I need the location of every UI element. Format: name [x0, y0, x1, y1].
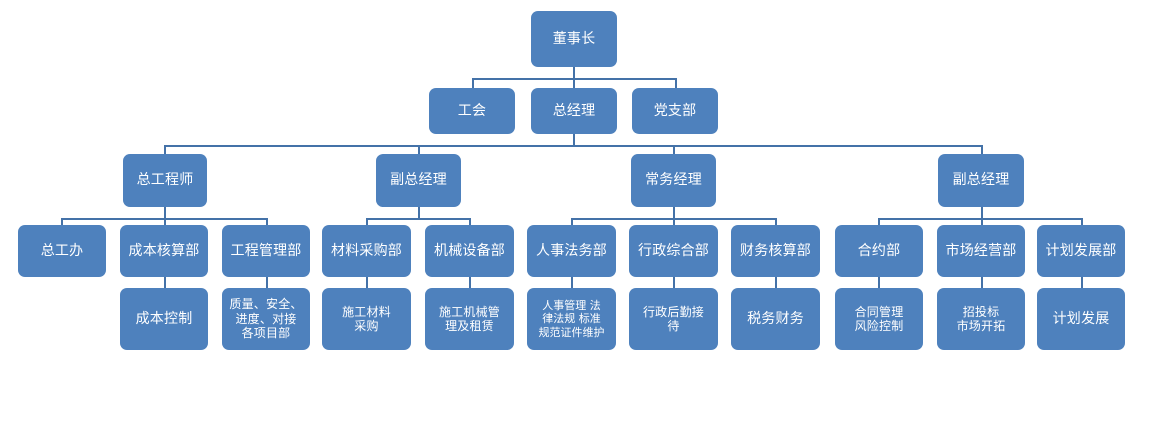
connector-cost-control-stub — [164, 277, 166, 288]
connector-market-drop — [981, 218, 983, 225]
connector-deputy1-bus — [366, 218, 470, 220]
connector-machinery-drop — [469, 218, 471, 225]
node-contract-management-risk-control[interactable]: 合同管理 风险控制 — [835, 288, 923, 350]
connector-planning-drop — [1081, 218, 1083, 225]
connector-chairman-down — [573, 67, 575, 78]
connector-finance-drop — [775, 218, 777, 225]
node-chief-engineer[interactable]: 总工程师 — [123, 154, 207, 207]
node-chairman[interactable]: 董事长 — [531, 11, 617, 67]
node-contract-dept[interactable]: 合约部 — [835, 225, 923, 277]
connector-cost-accounting-drop — [164, 218, 166, 225]
node-admin-logistics-reception[interactable]: 行政后勤接 待 — [629, 288, 718, 350]
node-quality-safety-progress[interactable]: 质量、安全、 进度、对接 各项目部 — [222, 288, 310, 350]
node-construction-machinery-management[interactable]: 施工机械管 理及租赁 — [425, 288, 514, 350]
connector-exec-down — [673, 207, 675, 218]
node-market-operation-dept[interactable]: 市场经营部 — [937, 225, 1025, 277]
connector-row3-bus — [164, 145, 983, 147]
node-cost-accounting-dept[interactable]: 成本核算部 — [120, 225, 208, 277]
connector-row2-union-drop — [472, 78, 474, 88]
node-chief-engineering-office[interactable]: 总工办 — [18, 225, 106, 277]
node-bidding-market-expansion[interactable]: 招投标 市场开拓 — [937, 288, 1025, 350]
node-admin-general-dept[interactable]: 行政综合部 — [629, 225, 718, 277]
node-finance-accounting-dept[interactable]: 财务核算部 — [731, 225, 820, 277]
node-hr-legal-duties[interactable]: 人事管理 法 律法规 标准 规范证件维护 — [527, 288, 616, 350]
node-material-purchasing-dept[interactable]: 材料采购部 — [322, 225, 411, 277]
connector-quality-safety-stub — [266, 277, 268, 288]
connector-gm-down — [573, 134, 575, 145]
connector-deputy2-bus — [878, 218, 1082, 220]
connector-deputy2-down — [981, 207, 983, 218]
node-planning-development-dept[interactable]: 计划发展部 — [1037, 225, 1125, 277]
connector-contract-drop — [878, 218, 880, 225]
node-executive-manager[interactable]: 常务经理 — [631, 154, 716, 207]
connector-chief-eng-office-drop — [61, 218, 63, 225]
connector-row2-party-drop — [675, 78, 677, 88]
node-tax-finance[interactable]: 税务财务 — [731, 288, 820, 350]
node-deputy-gm-2[interactable]: 副总经理 — [938, 154, 1024, 207]
connector-material-purchase-stub — [366, 277, 368, 288]
connector-material-purchasing-drop — [366, 218, 368, 225]
connector-row3-exec-drop — [673, 145, 675, 154]
connector-machinery-mgmt-stub — [469, 277, 471, 288]
connector-eng-mgmt-drop — [266, 218, 268, 225]
node-machinery-equipment-dept[interactable]: 机械设备部 — [425, 225, 514, 277]
connector-chief-eng-down — [164, 207, 166, 218]
connector-admin-drop — [673, 218, 675, 225]
connector-hr-duties-stub — [571, 277, 573, 288]
node-construction-material-purchase[interactable]: 施工材料 采购 — [322, 288, 411, 350]
connector-row2-gm-drop — [573, 78, 575, 88]
connector-deputy1-down — [418, 207, 420, 218]
connector-row3-deputy1-drop — [418, 145, 420, 154]
node-cost-control[interactable]: 成本控制 — [120, 288, 208, 350]
connector-hr-legal-drop — [571, 218, 573, 225]
node-engineering-management-dept[interactable]: 工程管理部 — [222, 225, 310, 277]
node-party-branch[interactable]: 党支部 — [632, 88, 718, 134]
connector-admin-logistics-stub — [673, 277, 675, 288]
connector-planning-dev-stub — [1081, 277, 1083, 288]
node-union[interactable]: 工会 — [429, 88, 515, 134]
node-planning-development[interactable]: 计划发展 — [1037, 288, 1125, 350]
node-general-manager[interactable]: 总经理 — [531, 88, 617, 134]
connector-bidding-stub — [981, 277, 983, 288]
connector-row3-deputy2-drop — [981, 145, 983, 154]
connector-contract-mgmt-stub — [878, 277, 880, 288]
node-deputy-gm-1[interactable]: 副总经理 — [376, 154, 461, 207]
connector-row3-chief-eng-drop — [164, 145, 166, 154]
connector-tax-finance-stub — [775, 277, 777, 288]
node-hr-legal-dept[interactable]: 人事法务部 — [527, 225, 616, 277]
